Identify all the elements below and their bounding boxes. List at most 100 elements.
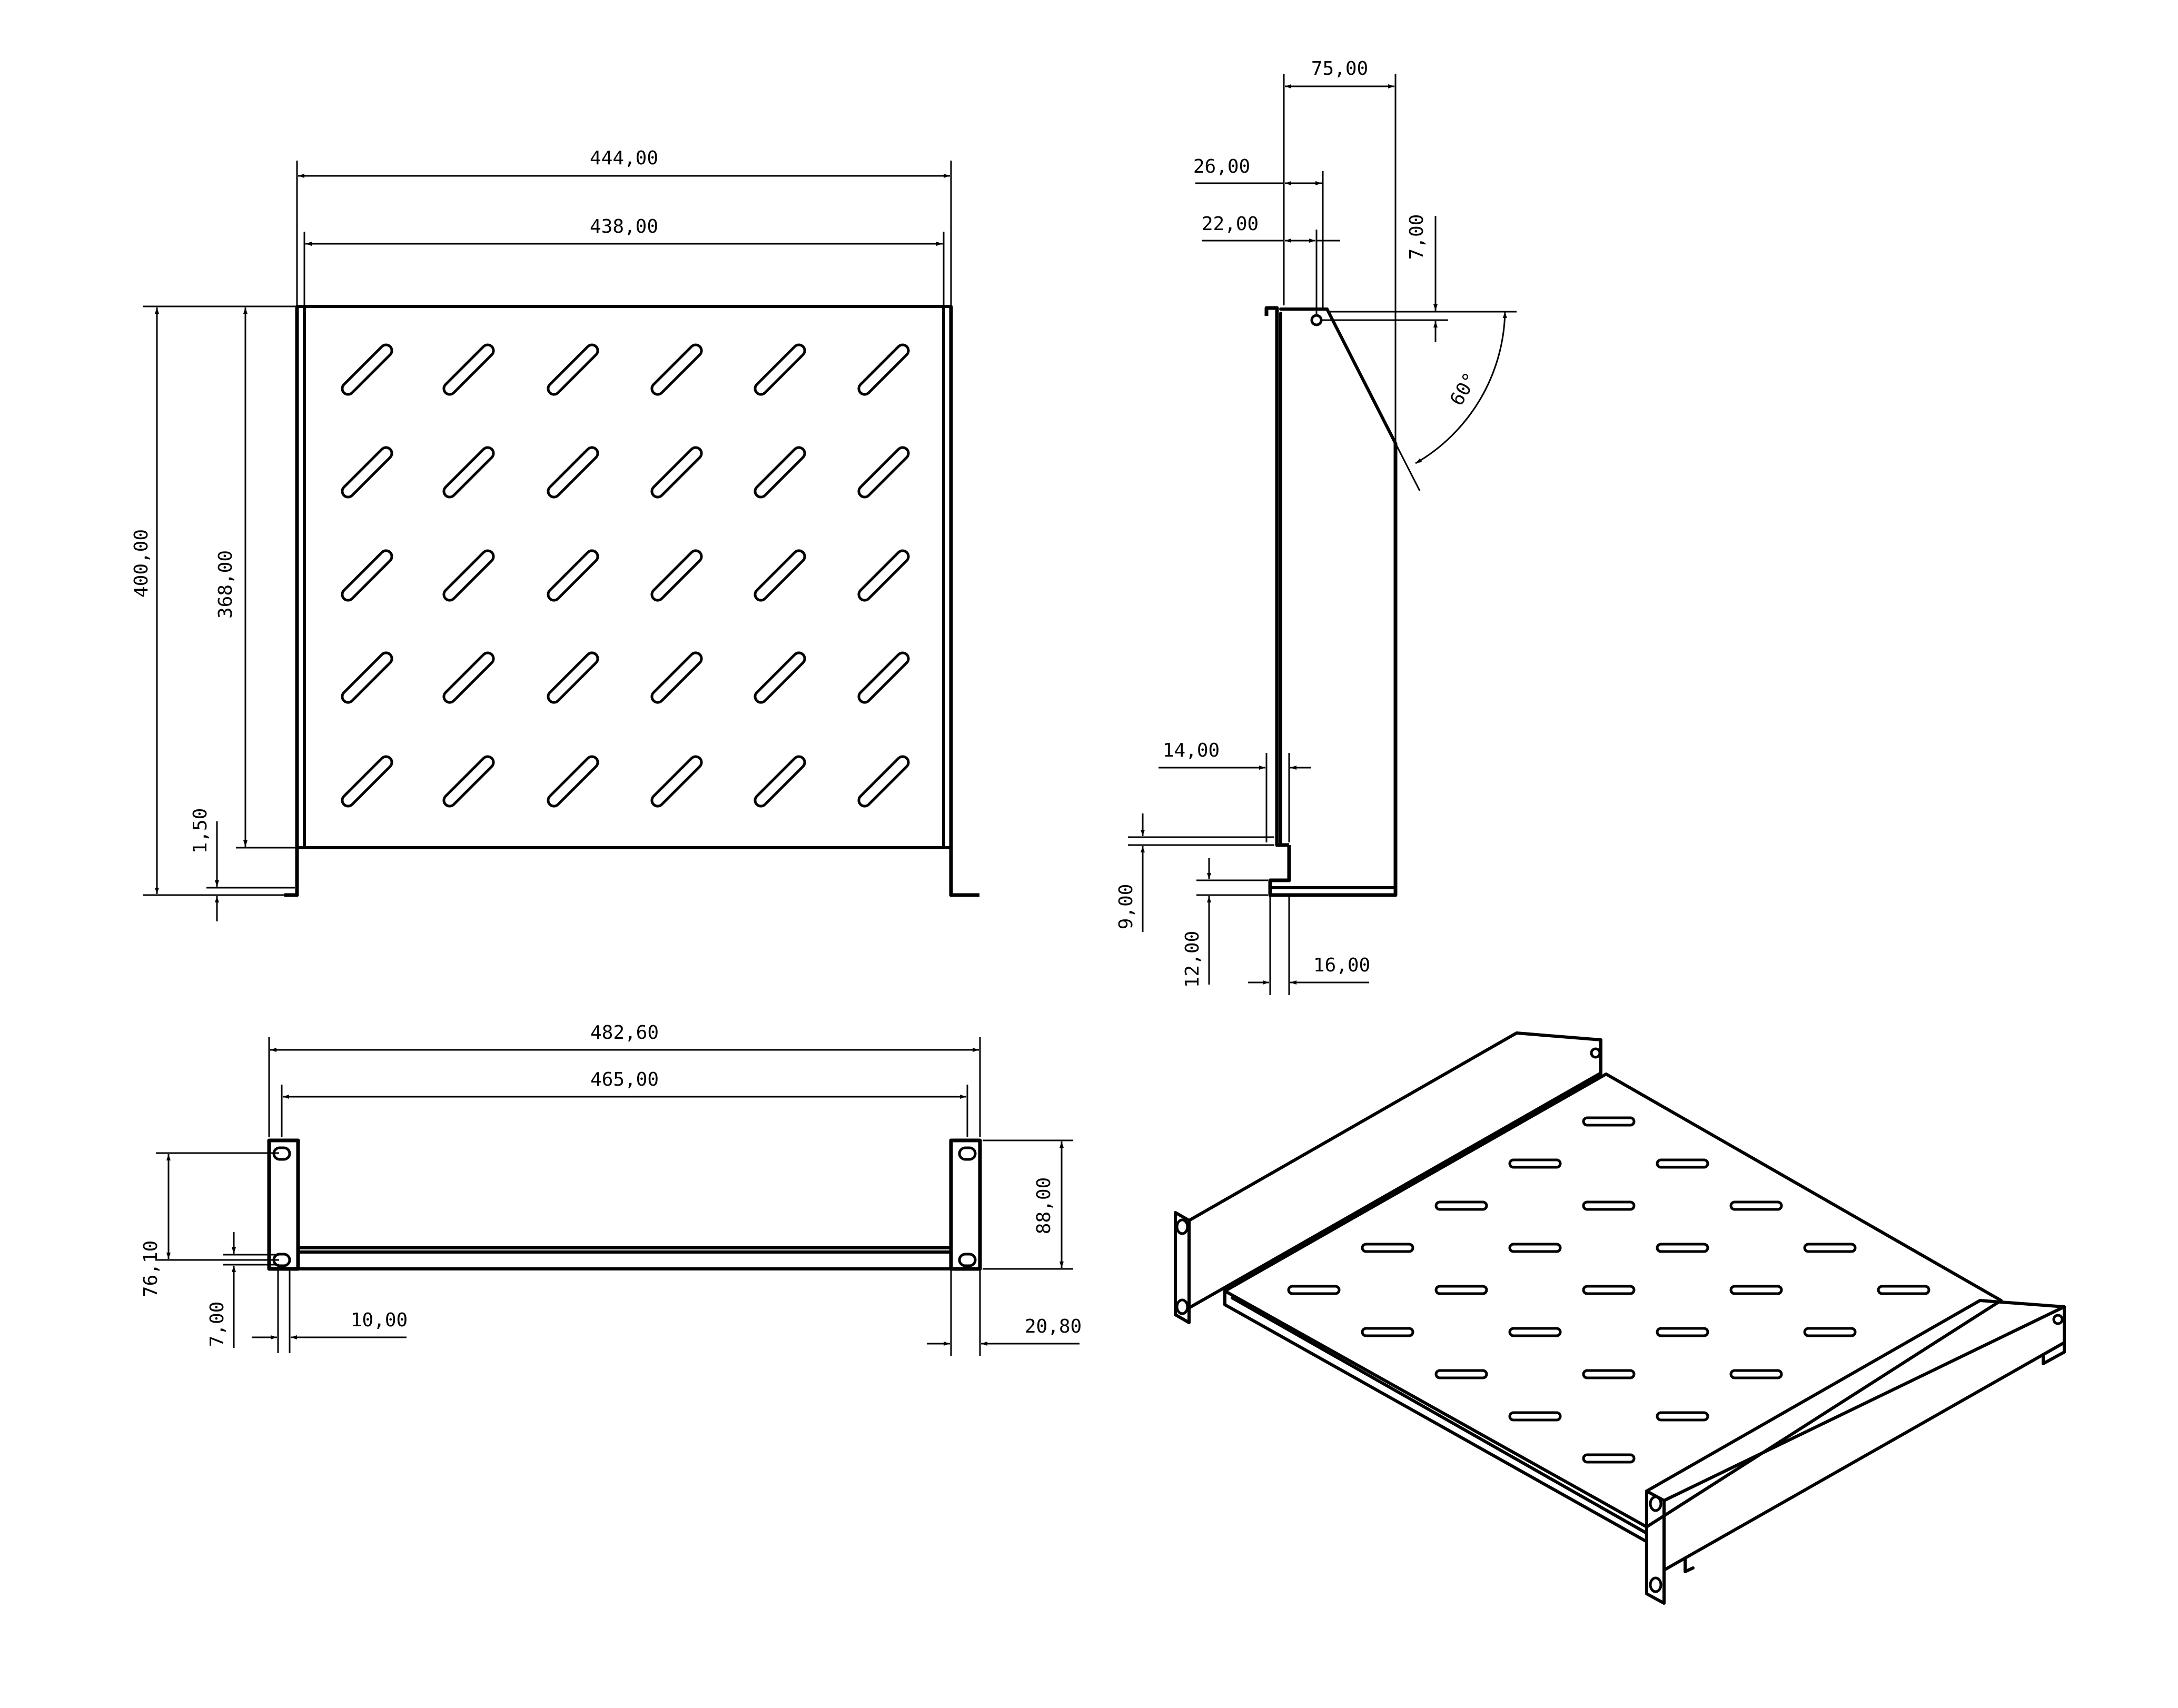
- dim-width-between: 465,00: [281, 1069, 968, 1137]
- dim-step-a-label: 9,00: [1115, 884, 1137, 930]
- vent-slot: [754, 446, 806, 499]
- iso-vent-slot: [1361, 1243, 1414, 1253]
- iso-vent-slot: [1582, 1200, 1636, 1211]
- iso-vent-slot: [1434, 1369, 1488, 1379]
- vent-slot: [442, 343, 495, 396]
- vent-slot: [547, 755, 599, 808]
- iso-vent-slot: [1656, 1243, 1709, 1253]
- iso-vent-slot: [1582, 1285, 1636, 1295]
- vent-slot: [857, 651, 910, 704]
- dim-hole-spacing-label: 76,10: [140, 1240, 162, 1297]
- dim-angle: 60°: [1394, 311, 1507, 491]
- iso-vent-slot: [1508, 1158, 1562, 1169]
- dim-foot-width: 16,00: [1248, 896, 1370, 995]
- dim-ear-offset: 20,80: [927, 1270, 1082, 1356]
- iso-vent-slot: [1508, 1411, 1562, 1422]
- iso-vent-slot: [1582, 1116, 1636, 1127]
- iso-vent-slot: [1803, 1243, 1857, 1253]
- dim-offset-b: 22,00: [1202, 213, 1340, 314]
- vent-slot: [754, 343, 806, 396]
- iso-vent-slot: [1729, 1369, 1783, 1379]
- ventilation-slots: [341, 343, 910, 808]
- iso-vent-slot: [1877, 1285, 1930, 1295]
- dim-depth-total-label: 400,00: [131, 529, 152, 598]
- dim-ear-width-label: 10,00: [351, 1309, 408, 1331]
- vent-slot: [442, 651, 495, 704]
- vent-slot: [857, 446, 910, 499]
- dim-depth-inner-label: 368,00: [215, 550, 236, 619]
- iso-vent-slot: [1656, 1327, 1709, 1337]
- vent-slot: [341, 549, 393, 602]
- iso-vent-slot: [1582, 1369, 1636, 1379]
- iso-vent-slot: [1656, 1411, 1709, 1422]
- dim-foot-width-label: 16,00: [1313, 955, 1370, 976]
- vent-slot: [547, 549, 599, 602]
- dim-hole-edge: 7,00: [206, 1232, 279, 1348]
- vent-slot: [442, 446, 495, 499]
- iso-vent-slot: [1508, 1327, 1562, 1337]
- iso-vent-slot: [1803, 1327, 1857, 1337]
- dim-bracket-depth-label: 75,00: [1311, 58, 1368, 80]
- vent-slot: [341, 755, 393, 808]
- dim-ear-offset-label: 20,80: [1025, 1316, 1082, 1337]
- dim-width-overall: 482,60: [268, 1022, 981, 1137]
- dim-width-inner-label: 438,00: [590, 216, 658, 237]
- iso-left-wall: [1174, 1031, 1602, 1324]
- dim-step-a: 9,00: [1115, 813, 1274, 932]
- vent-slot: [754, 755, 806, 808]
- dim-bracket-depth: 75,00: [1283, 58, 1397, 442]
- dim-step-b-label: 12,00: [1182, 931, 1203, 988]
- dim-offset-a-label: 26,00: [1193, 156, 1250, 177]
- dim-thickness-label: 1,50: [190, 808, 211, 854]
- dim-width-outer: 444,00: [296, 147, 952, 305]
- iso-vent-slot: [1361, 1327, 1414, 1337]
- dim-hole-edge-label: 7,00: [206, 1302, 228, 1347]
- bracket-outline: [1264, 306, 1398, 897]
- dim-width-between-label: 465,00: [590, 1069, 659, 1090]
- top-view: 444,00 438,00 400,00 368,00: [131, 147, 979, 921]
- vent-slot: [547, 651, 599, 704]
- dim-hole-offset-label: 7,00: [1406, 214, 1428, 260]
- dim-ear-width: 10,00: [252, 1270, 408, 1353]
- vent-slot: [341, 651, 393, 704]
- dim-step-b: 12,00: [1182, 858, 1268, 988]
- vent-slot: [650, 343, 703, 396]
- vent-slot: [442, 755, 495, 808]
- vent-slot: [341, 446, 393, 499]
- dim-offset-b-label: 22,00: [1202, 213, 1259, 235]
- vent-slot: [547, 343, 599, 396]
- dim-width-outer-label: 444,00: [590, 147, 658, 169]
- vent-slot: [857, 755, 910, 808]
- side-view: 75,00 26,00 22,00 7,00 60: [1115, 58, 1517, 995]
- iso-ventilation-slots: [1287, 1116, 1930, 1464]
- ear-hole-br: [958, 1253, 977, 1267]
- dim-lip-width-label: 14,00: [1163, 740, 1220, 761]
- dim-lip-width: 14,00: [1159, 740, 1311, 842]
- iso-vent-slot: [1434, 1285, 1488, 1295]
- vent-slot: [754, 549, 806, 602]
- vent-slot: [857, 549, 910, 602]
- vent-slot: [857, 343, 910, 396]
- dim-width-overall-label: 482,60: [590, 1022, 659, 1044]
- vent-slot: [650, 549, 703, 602]
- dim-height-overall-label: 88,00: [1033, 1177, 1055, 1234]
- iso-vent-slot: [1508, 1243, 1562, 1253]
- dim-offset-a: 26,00: [1193, 156, 1324, 308]
- dim-angle-label: 60°: [1446, 369, 1482, 410]
- vent-slot: [650, 651, 703, 704]
- dim-hole-offset: 7,00: [1322, 214, 1517, 342]
- shelf-outline: [284, 305, 979, 897]
- vent-slot: [650, 755, 703, 808]
- iso-vent-slot: [1434, 1200, 1488, 1211]
- dim-hole-spacing: 76,10: [140, 1152, 279, 1297]
- dim-height-overall: 88,00: [983, 1139, 1073, 1270]
- vent-slot: [547, 446, 599, 499]
- iso-vent-slot: [1656, 1158, 1709, 1169]
- iso-vent-slot: [1729, 1285, 1783, 1295]
- vent-slot: [754, 651, 806, 704]
- dim-depth-total: 400,00: [131, 305, 296, 896]
- vent-slot: [650, 446, 703, 499]
- dim-thickness: 1,50: [190, 808, 295, 921]
- ear-hole-tr: [958, 1146, 977, 1161]
